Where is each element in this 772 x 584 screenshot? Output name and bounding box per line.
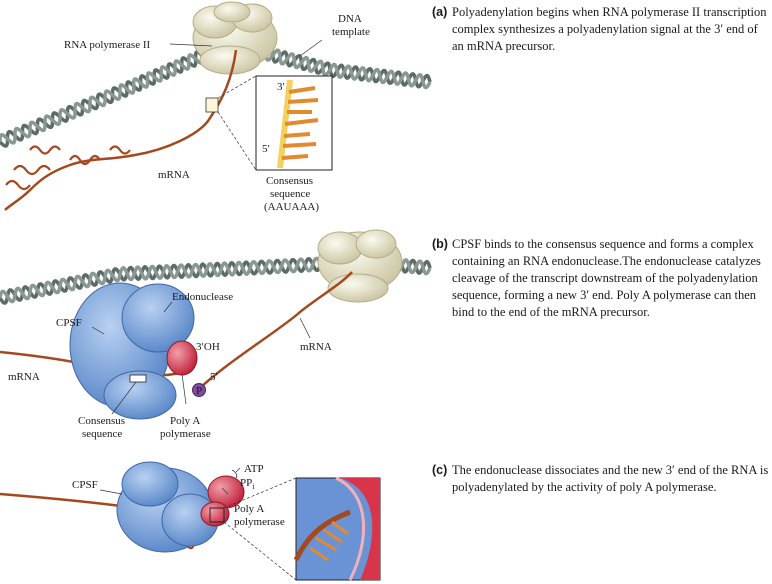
phosphate-b <box>192 383 206 397</box>
mrna-fragment-b-right <box>199 271 353 389</box>
caption-b-tag: (b) <box>432 237 448 251</box>
zoom-box-c <box>209 507 225 523</box>
label-3prime-a: 3′ <box>277 81 285 93</box>
rna-polymerase-ii <box>192 1 278 75</box>
labels: RNA polymerase II DNA template mRNA 3′ 5… <box>8 13 370 528</box>
consensus-box-b <box>129 374 147 383</box>
caption-a: (a) Polyadenylation begins when RNA poly… <box>432 4 770 55</box>
label-template: template <box>332 26 370 38</box>
label-consensus-a-2: sequence <box>270 188 310 200</box>
panel-b-art <box>0 229 432 420</box>
zoom-inset-c <box>293 476 381 581</box>
polya-polymerase-b <box>166 340 198 376</box>
panel-c-art <box>0 461 381 581</box>
label-mrna-a: mRNA <box>158 169 190 181</box>
label-endonuclease: Endonuclease <box>172 291 233 303</box>
label-ppi: PPi <box>240 477 255 491</box>
label-polya-b-2: polymerase <box>160 428 211 440</box>
label-consensus-a-1: Consensus <box>266 175 313 187</box>
label-consensus-b-2: sequence <box>82 428 122 440</box>
label-phosphate: P <box>196 385 202 397</box>
mrna-coils-a <box>5 145 131 191</box>
consensus-inset-a <box>255 75 333 171</box>
panel-a-art <box>0 1 432 211</box>
label-5prime-a: 5′ <box>262 143 270 155</box>
caption-a-tag: (a) <box>432 5 448 19</box>
label-rna-polymerase-ii: RNA polymerase II <box>64 39 150 51</box>
consensus-box-a <box>205 97 219 113</box>
label-cpsf-b: CPSF <box>56 317 82 329</box>
caption-c-tag: (c) <box>432 463 448 477</box>
label-5prime-b: 5′ <box>210 371 218 383</box>
label-cpsf-c: CPSF <box>72 479 98 491</box>
label-consensus-b-1: Consensus <box>78 415 125 427</box>
label-polya-b-1: Poly A <box>170 415 200 427</box>
caption-c: (c) The endonuclease dissociates and the… <box>432 462 770 496</box>
label-atp: ATP <box>244 463 264 475</box>
caption-b: (b) CPSF binds to the consensus sequence… <box>432 236 770 321</box>
caption-b-text: CPSF binds to the consensus sequence and… <box>452 237 761 319</box>
label-polya-c-2: polymerase <box>234 516 285 528</box>
label-3prime-oh: 3′OH <box>196 341 220 353</box>
caption-c-text: The endonuclease dissociates and the new… <box>452 463 769 494</box>
label-polya-c-1: Poly A <box>234 503 264 515</box>
label-mrna-b-left: mRNA <box>8 371 40 383</box>
cpsf-complex-c <box>116 461 219 553</box>
label-consensus-a-3: (AAUAAA) <box>264 201 319 213</box>
label-mrna-b-right: mRNA <box>300 341 332 353</box>
caption-a-text: Polyadenylation begins when RNA polymera… <box>452 5 767 53</box>
label-dna: DNA <box>338 13 362 25</box>
